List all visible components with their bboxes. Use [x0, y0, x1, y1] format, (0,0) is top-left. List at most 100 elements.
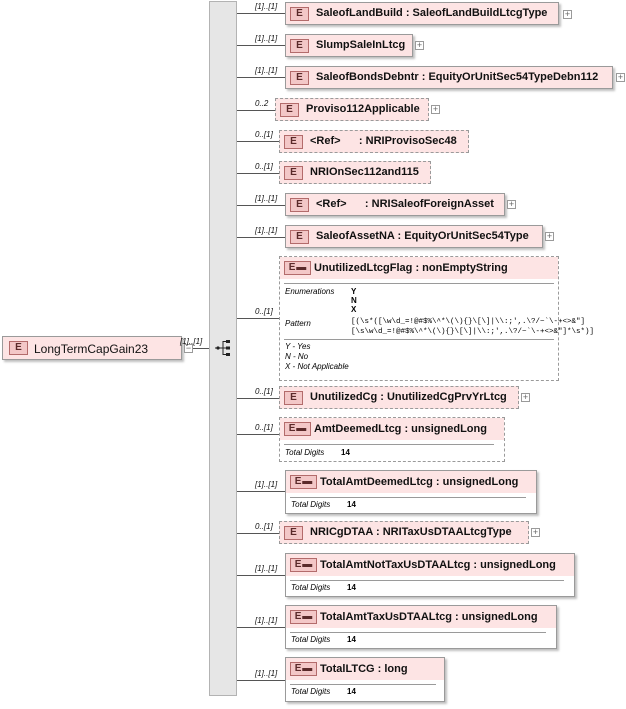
total-digits-label: Total Digits [291, 635, 331, 644]
child-cardinality: [1]..[1] [255, 66, 278, 75]
documentation-line: X - Not Applicable [285, 362, 349, 371]
element-label: Proviso112Applicable [306, 103, 420, 115]
element-nricgdtaa[interactable]: E NRICgDTAA : NRITaxUsDTAALtcgType [279, 521, 529, 544]
element-icon: E [290, 39, 309, 53]
child-cardinality: [1]..[1] [255, 194, 278, 203]
facet-divider [290, 632, 546, 633]
documentation-line: Y - Yes [285, 342, 311, 351]
element-icon: E [284, 166, 303, 180]
element-unutilizedltcgflag[interactable]: E ▬ UnutilizedLtcgFlag : nonEmptyString … [279, 256, 594, 381]
total-digits-value: 14 [347, 635, 356, 644]
element-label: SaleofLandBuild : SaleofLandBuildLtcgTyp… [316, 7, 548, 19]
expand-toggle[interactable]: + [521, 392, 530, 402]
element-label: SaleofBondsDebntr : EquityOrUnitSec54Typ… [316, 71, 599, 83]
child-connector [237, 434, 279, 435]
element-unutilizedcg[interactable]: E UnutilizedCg : UnutilizedCgPrvYrLtcg [279, 386, 519, 409]
child-connector [237, 398, 279, 399]
enum-value: Y [351, 287, 357, 296]
element-label: NRIOnSec112and115 [310, 166, 419, 178]
element-totalamtdeemedltcg[interactable]: E ▬ TotalAmtDeemedLtcg : unsignedLong To… [285, 470, 537, 514]
child-cardinality: 0..2 [255, 99, 269, 108]
child-cardinality: 0..[1] [255, 387, 273, 396]
total-digits-label: Total Digits [291, 583, 331, 592]
enum-value: X [351, 305, 357, 314]
total-digits-label: Total Digits [291, 500, 331, 509]
element-header: E ▬ TotalAmtDeemedLtcg : unsignedLong [286, 471, 536, 493]
child-connector [237, 533, 279, 534]
element-slumpsaleinltcg[interactable]: E SlumpSaleInLtcg [285, 34, 413, 57]
root-element-box[interactable]: E LongTermCapGain23 [2, 336, 182, 360]
element-ref-nriprovisosec48[interactable]: E <Ref> : NRIProvisoSec48 [279, 130, 469, 153]
child-connector [237, 110, 275, 111]
element-icon: E [290, 230, 309, 244]
facet-divider [290, 497, 526, 498]
element-totalamttaxusdtaaltcg[interactable]: E ▬ TotalAmtTaxUsDTAALtcg : unsignedLong… [285, 605, 557, 649]
element-totalamtnottaxusdtaaltcg[interactable]: E ▬ TotalAmtNotTaxUsDTAALtcg : unsignedL… [285, 553, 575, 597]
child-cardinality: [1]..[1] [255, 564, 278, 573]
child-connector [237, 205, 285, 206]
element-label: NRICgDTAA : NRITaxUsDTAALtcgType [310, 526, 512, 538]
element-icon: E [284, 135, 303, 149]
element-icon: E ▬ [290, 662, 317, 676]
expand-toggle[interactable]: + [431, 104, 440, 114]
root-connector [193, 348, 209, 349]
child-cardinality: [1]..[1] [255, 669, 278, 678]
element-proviso112applicable[interactable]: E Proviso112Applicable [275, 98, 429, 121]
expand-toggle[interactable]: + [545, 231, 554, 241]
element-header: E ▬ UnutilizedLtcgFlag : nonEmptyString [280, 257, 558, 279]
child-cardinality: [1]..[1] [255, 616, 278, 625]
element-label: TotalAmtDeemedLtcg : unsignedLong [320, 476, 519, 488]
element-icon: E [290, 71, 309, 85]
element-label: TotalAmtNotTaxUsDTAALtcg : unsignedLong [320, 559, 556, 571]
child-cardinality: 0..[1] [255, 162, 273, 171]
child-cardinality: [1]..[1] [255, 226, 278, 235]
child-connector [237, 13, 285, 14]
pattern-value: [\s\w\d_=!@#$%\^*\(\){}\[\]|\\:;',.\?/~`… [351, 328, 595, 336]
child-connector [237, 680, 285, 681]
child-connector [237, 141, 279, 142]
element-icon: E [284, 526, 303, 540]
element-label: SlumpSaleInLtcg [316, 39, 406, 51]
total-digits-label: Total Digits [291, 687, 331, 696]
total-digits-label: Total Digits [285, 448, 325, 457]
element-label: <Ref> : NRISaleofForeignAsset [316, 198, 494, 210]
pattern-label: Pattern [285, 319, 311, 328]
doc-divider [284, 339, 554, 340]
enumerations-label: Enumerations [285, 287, 335, 296]
element-totalltcg[interactable]: E ▬ TotalLTCG : long Total Digits 14 [285, 657, 445, 702]
child-connector [237, 575, 285, 576]
documentation-line: N - No [285, 352, 309, 361]
expand-toggle[interactable]: + [415, 40, 424, 50]
root-cardinality: [1]..[1] [180, 337, 203, 346]
element-label: AmtDeemedLtcg : unsignedLong [314, 423, 487, 435]
child-connector [237, 45, 285, 46]
root-collapse-toggle[interactable]: − [184, 343, 193, 353]
element-label: TotalLTCG : long [320, 663, 408, 675]
element-icon: E ▬ [290, 475, 317, 489]
element-amtdeemedltcg[interactable]: E ▬ AmtDeemedLtcg : unsignedLong Total D… [279, 417, 505, 462]
pattern-value: [(\s*([\w\d_=!@#$%\^*\(\){}\[\]|\\:;',.\… [351, 318, 586, 326]
total-digits-value: 14 [341, 448, 350, 457]
child-connector [237, 318, 279, 319]
element-saleoflandbuild[interactable]: E SaleofLandBuild : SaleofLandBuildLtcgT… [285, 2, 559, 25]
child-connector [237, 491, 285, 492]
total-digits-value: 14 [347, 687, 356, 696]
child-cardinality: 0..[1] [255, 130, 273, 139]
sequence-compositor-icon [215, 340, 230, 356]
child-cardinality: 0..[1] [255, 423, 273, 432]
expand-toggle[interactable]: + [507, 199, 516, 209]
element-nrionsec112and115[interactable]: E NRIOnSec112and115 [279, 161, 431, 184]
child-cardinality: [1]..[1] [255, 34, 278, 43]
child-cardinality: 0..[1] [255, 522, 273, 531]
element-ref-nrisaleofforeignasset[interactable]: E <Ref> : NRISaleofForeignAsset [285, 193, 505, 216]
expand-toggle[interactable]: + [531, 527, 540, 537]
expand-toggle[interactable]: + [616, 72, 625, 82]
facet-divider [290, 684, 436, 685]
element-saleofassetna[interactable]: E SaleofAssetNA : EquityOrUnitSec54Type [285, 225, 543, 248]
expand-toggle[interactable]: + [563, 9, 572, 19]
total-digits-value: 14 [347, 500, 356, 509]
element-icon: E ▬ [290, 610, 317, 624]
child-cardinality: [1]..[1] [255, 2, 278, 11]
enum-value: N [351, 296, 357, 305]
element-saleofbondsdebntr[interactable]: E SaleofBondsDebntr : EquityOrUnitSec54T… [285, 66, 613, 89]
